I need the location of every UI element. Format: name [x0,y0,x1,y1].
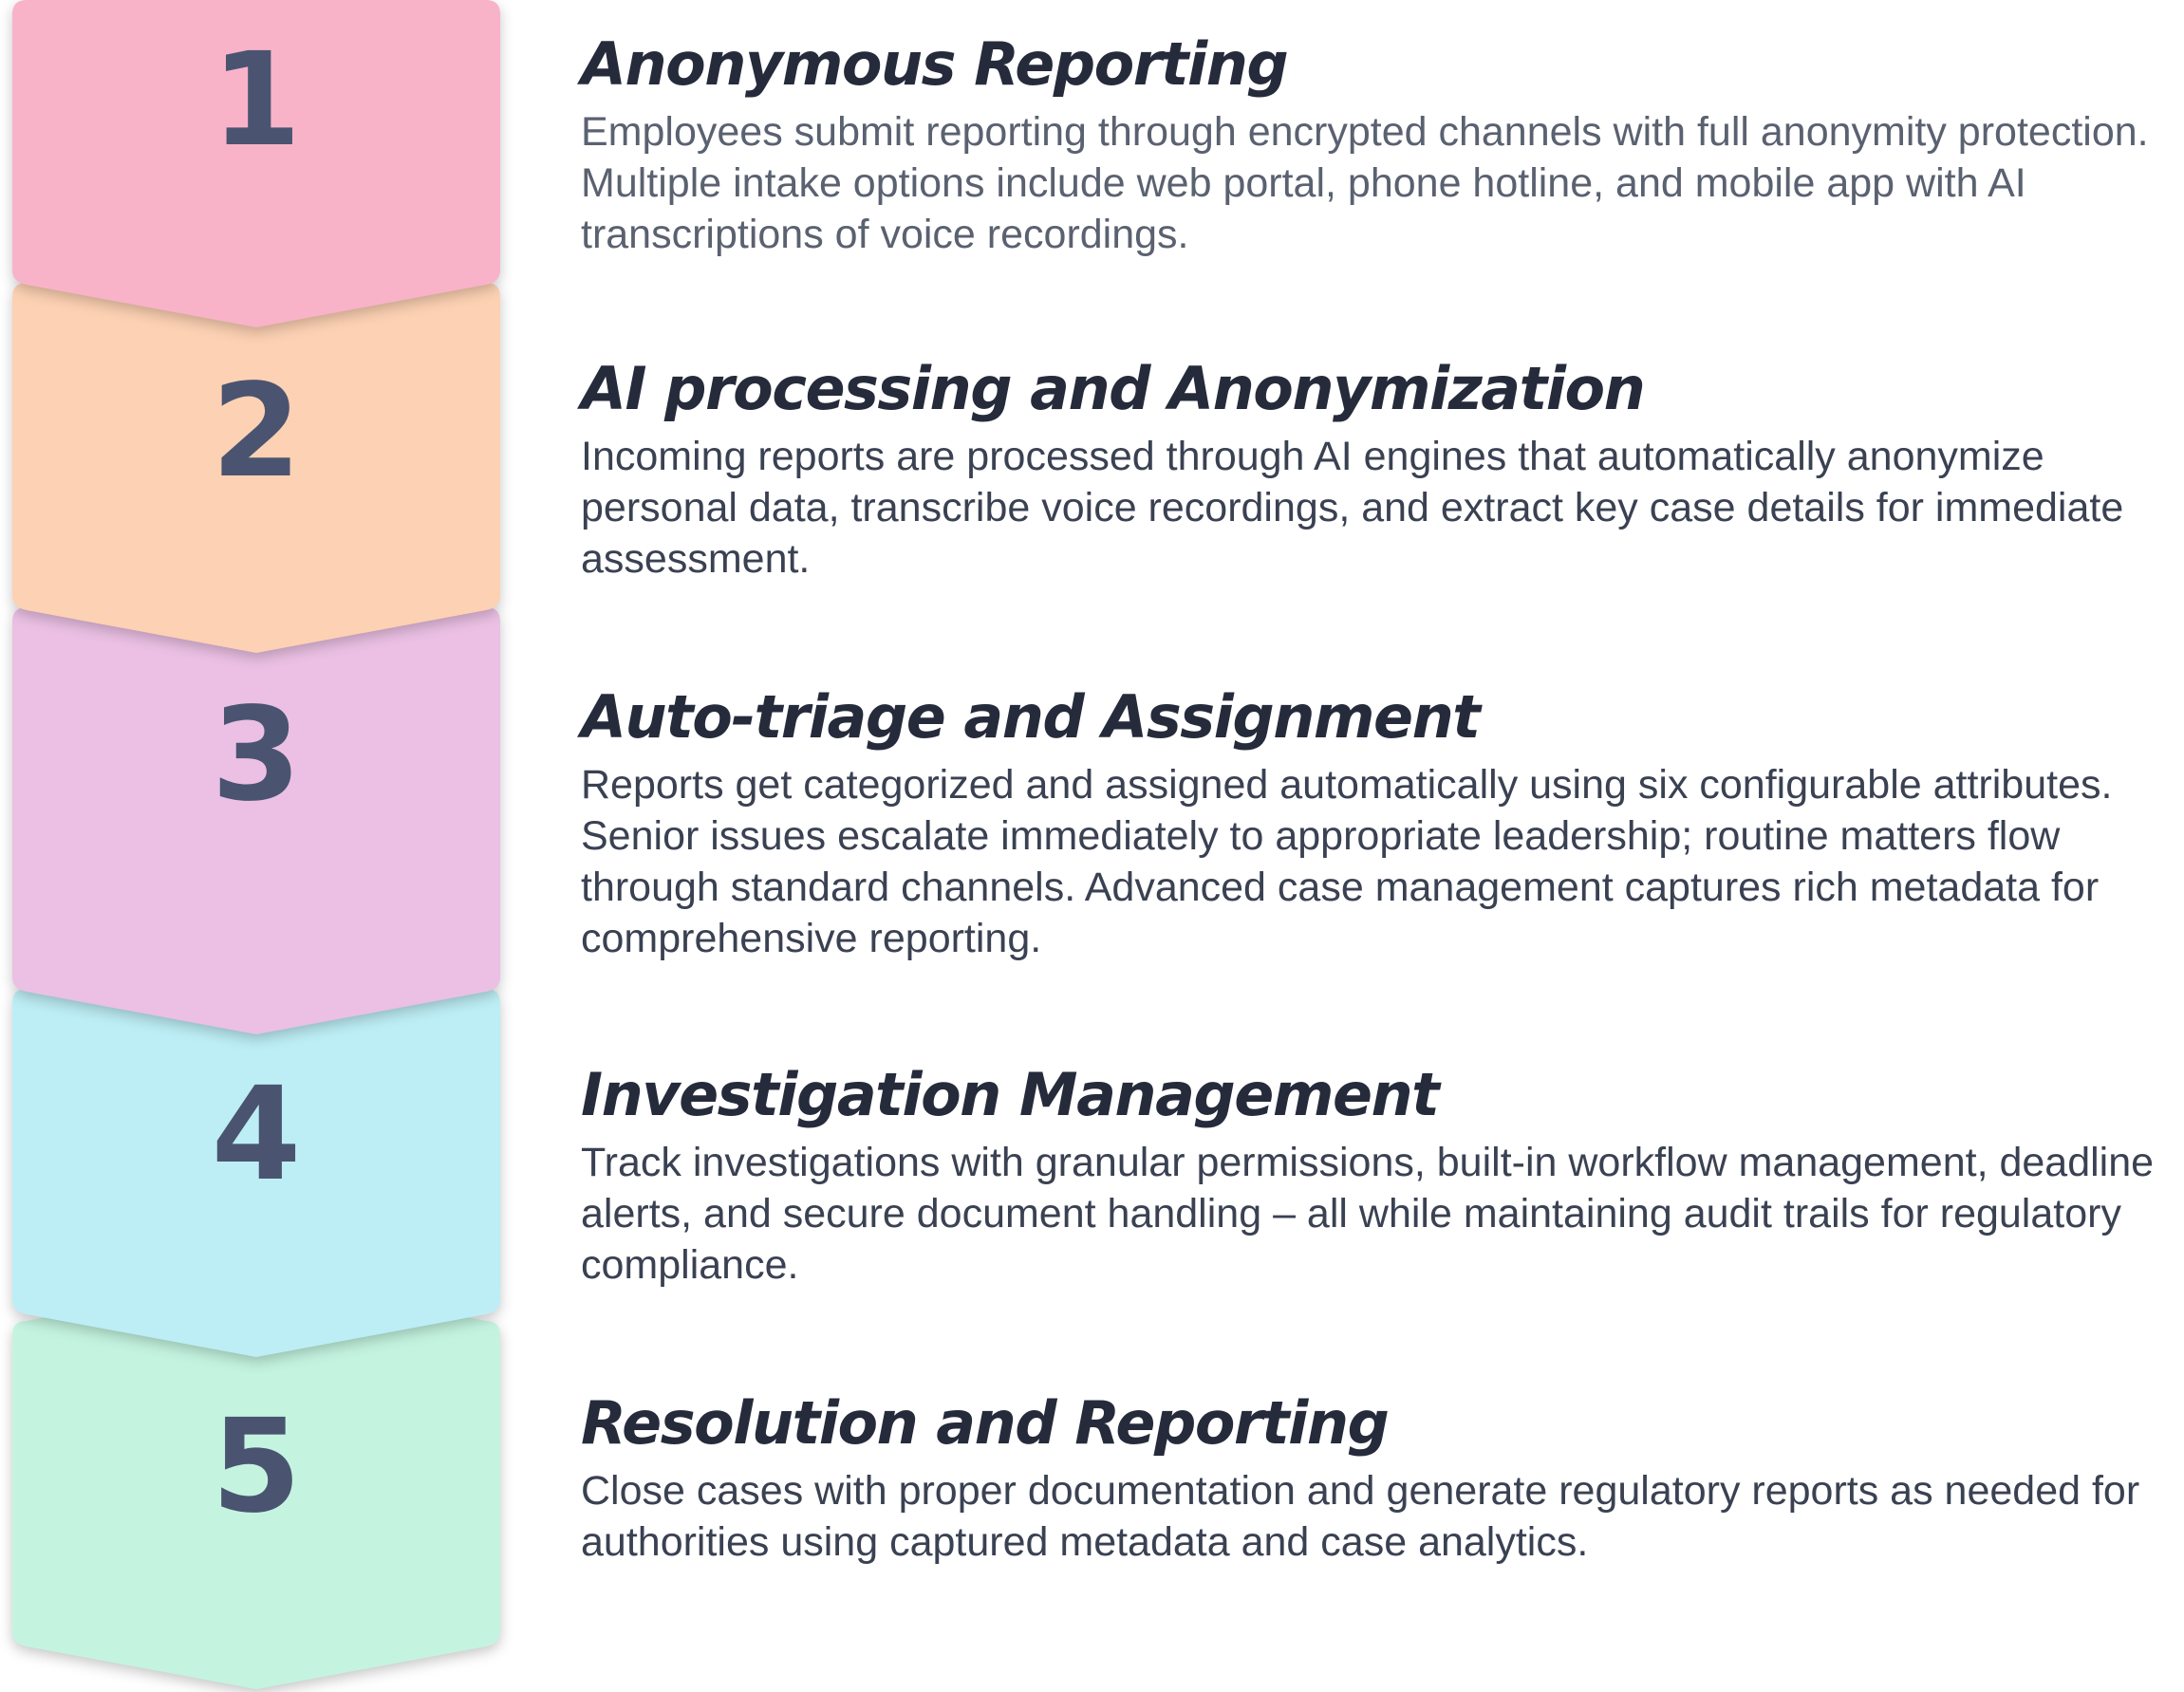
step-3-title: Auto-triage and Assignment [581,682,1481,752]
step-1-description: Employees submit reporting through encry… [581,109,2149,257]
step-4-chevron: 4 [12,965,500,1357]
step-chevron-stack: 5 4 3 2 1 [12,0,500,1689]
step-2-shape [12,259,500,653]
step-2-title: AI processing and Anonymization [581,354,1646,423]
step-3-number: 3 [212,680,302,830]
step-5-content: Resolution and Reporting Close cases wit… [581,1387,2156,1568]
step-5-title: Resolution and Reporting [581,1388,1390,1458]
step-5-description: Close cases with proper documentation an… [581,1468,2140,1565]
step-4-content: Investigation Management Track investiga… [581,1059,2156,1291]
step-2-content: AI processing and Anonymization Incoming… [581,353,2156,585]
step-1-content: Anonymous Reporting Employees submit rep… [581,28,2156,260]
step-5-number: 5 [212,1392,302,1542]
step-1-title: Anonymous Reporting [581,29,1289,99]
step-1-number: 1 [212,26,302,176]
step-4-number: 4 [212,1060,302,1210]
step-3-chevron: 3 [12,584,500,1034]
step-2-chevron: 2 [12,259,500,653]
step-4-shape [12,965,500,1357]
step-1-shape [12,0,500,327]
step-2-description: Incoming reports are processed through A… [581,434,2124,582]
step-5-chevron: 5 [12,1297,500,1689]
step-4-title: Investigation Management [581,1060,1440,1129]
step-3-content: Auto-triage and Assignment Reports get c… [581,681,2156,964]
step-3-description: Reports get categorized and assigned aut… [581,762,2113,961]
step-4-description: Track investigations with granular permi… [581,1140,2155,1288]
step-3-shape [12,584,500,1034]
step-2-number: 2 [212,357,302,507]
step-5-shape [12,1297,500,1689]
step-1-chevron: 1 [12,0,500,327]
